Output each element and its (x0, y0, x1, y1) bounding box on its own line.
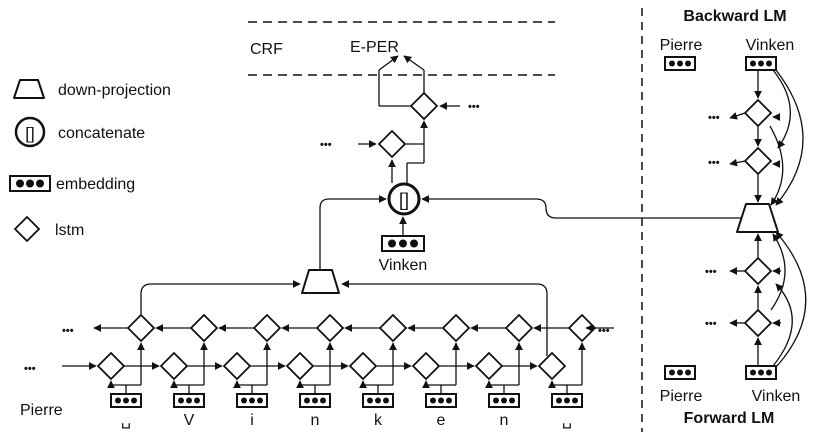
embedding-legend-icon (9, 175, 51, 192)
char-down-projection (301, 269, 340, 294)
lstm-legend-icon (13, 215, 41, 243)
char-forward-lstm-cell (285, 351, 315, 381)
char-forward-lstm-cell (159, 351, 189, 381)
word-embedding-label: Vinken (379, 257, 428, 274)
char-label: n (311, 412, 320, 429)
char-forward-lstm-cell (348, 351, 378, 381)
backward-lm-vinken-embedding (745, 56, 777, 71)
forward-lm-pierre-embedding (664, 365, 696, 380)
lm-dots-4: ••• (705, 318, 717, 330)
lm-cells (664, 56, 807, 380)
char-label: i (250, 412, 254, 429)
char-row-word-label: Pierre (20, 402, 63, 419)
char-embedding (173, 393, 205, 408)
concatenate-legend-icon (14, 116, 46, 148)
char-backward-lstm-cell (252, 313, 282, 343)
char-embedding (488, 393, 520, 408)
backward-lm-lstm-cell (743, 146, 773, 176)
char-backward-lstm-cell (441, 313, 471, 343)
forward-lm: Pierre Vinken Forward LM (660, 388, 801, 427)
legend-lstm-label: lstm (55, 222, 84, 239)
char-backward-lstm-cell (315, 313, 345, 343)
crf-output-tag: E-PER (350, 39, 399, 56)
char-lstm-bottom-left-dots: ••• (24, 363, 36, 375)
word-embedding: Vinken (379, 216, 428, 274)
backward-lm: Backward LM Pierre Vinken (660, 8, 795, 54)
lm-dots-3: ••• (705, 266, 717, 278)
char-backward-lstm-cell (189, 313, 219, 343)
backward-lm-pierre-embedding (664, 56, 696, 71)
char-label: V (184, 412, 195, 429)
forward-lm-lstm-cell (743, 256, 773, 286)
char-backward-lstm-cell (567, 313, 597, 343)
lm-down-projection (736, 203, 779, 233)
char-forward-lstm-cell (537, 351, 567, 381)
forward-lm-word-2: Vinken (752, 388, 801, 405)
char-lstm-top-right-dots: ••• (598, 325, 610, 337)
char-embedding (236, 393, 268, 408)
concatenate-node: [] (387, 182, 421, 216)
lm-dots-1: ••• (708, 112, 720, 124)
forward-lm-lstm-cell (743, 308, 773, 338)
char-embedding (425, 393, 457, 408)
legend-concatenate-label: concatenate (58, 125, 145, 142)
char-embedding (551, 393, 583, 408)
char-lstm (62, 313, 614, 408)
char-label: e (437, 412, 446, 429)
word-lstm-right-dots: ••• (468, 101, 480, 113)
lm-dots-2: ••• (708, 157, 720, 169)
word-lstm-top-cell (409, 91, 439, 121)
backward-lm-title: Backward LM (683, 8, 786, 25)
word-lstm-bottom-cell (377, 129, 407, 159)
backward-lm-lstm-cell (743, 98, 773, 128)
char-backward-lstm-cell (504, 313, 534, 343)
char-label: k (374, 412, 383, 429)
forward-lm-word-1: Pierre (660, 388, 703, 405)
crf-label: CRF (250, 41, 283, 58)
forward-lm-vinken-embedding (745, 365, 777, 380)
char-forward-lstm-cell (96, 351, 126, 381)
char-embedding (299, 393, 331, 408)
backward-lm-word-2: Vinken (746, 37, 795, 54)
concat-symbol: [] (399, 190, 409, 210)
char-backward-lstm-cell (126, 313, 156, 343)
char-embedding (110, 393, 142, 408)
concat-legend-symbol: [] (25, 124, 34, 143)
word-lstm: ••• ••• (320, 55, 480, 183)
down-projection-legend-icon (13, 79, 45, 99)
char-backward-lstm-cell (378, 313, 408, 343)
char-embedding (362, 393, 394, 408)
char-label: ␣ (121, 412, 131, 429)
char-forward-lstm-cell (474, 351, 504, 381)
char-forward-lstm-cell (411, 351, 441, 381)
char-lstm-top-left-dots: ••• (62, 325, 74, 337)
backward-lm-word-1: Pierre (660, 37, 703, 54)
char-forward-lstm-cell (222, 351, 252, 381)
word-lstm-left-dots: ••• (320, 139, 332, 151)
char-label: n (500, 412, 509, 429)
crf-layer: CRF E-PER (248, 21, 555, 76)
forward-lm-title: Forward LM (684, 410, 775, 427)
legend-embedding-label: embedding (56, 176, 135, 193)
legend-down-projection-label: down-projection (58, 82, 171, 99)
legend: down-projection [] concatenate embedding… (9, 79, 171, 243)
char-label: ␣ (562, 412, 572, 429)
